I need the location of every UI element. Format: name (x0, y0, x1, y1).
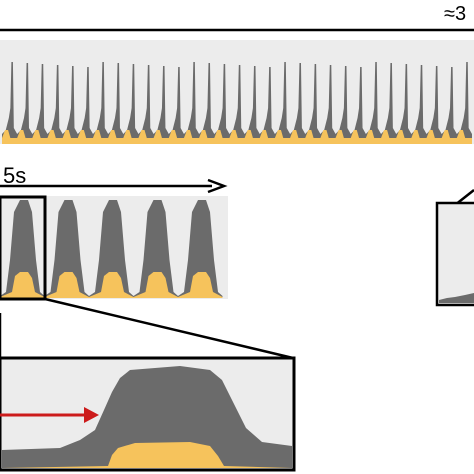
middle-yellow-trace (0, 272, 223, 298)
zoom-connector-right (44, 297, 294, 360)
bottom-gray-trace (2, 366, 292, 468)
bottom-yellow-trace (2, 442, 292, 468)
delay-arrowhead (84, 407, 99, 423)
middle-duration-label: 5s (3, 163, 26, 188)
right-panel-frame (435, 201, 474, 307)
zoom-selection-box (0, 195, 47, 301)
middle-panel: 5s (0, 163, 228, 301)
top-panel-signal (2, 62, 472, 144)
middle-panel-signal (0, 200, 223, 298)
top-gray-trace (2, 62, 472, 144)
zoom-connectors (0, 297, 294, 360)
right-panel (435, 189, 474, 307)
top-panel: ≈3 (0, 3, 474, 144)
top-duration-label: ≈3 (444, 3, 466, 25)
bottom-panel-signal (2, 366, 292, 468)
middle-gray-trace (0, 200, 223, 298)
bottom-panel (0, 356, 296, 472)
middle-duration-arrowhead (207, 178, 228, 194)
right-panel-signal (439, 293, 474, 303)
bottom-panel-frame (0, 356, 296, 472)
top-yellow-trace (2, 130, 472, 144)
